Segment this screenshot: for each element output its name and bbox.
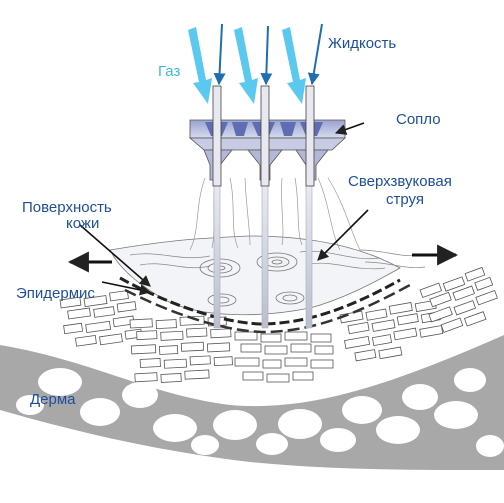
gas-plume [189,177,361,251]
leader-lines [79,122,369,296]
skin-surface-label-line1: Поверхность [22,199,112,216]
nozzle [188,85,347,187]
dermis-label: Дерма [30,391,76,408]
supersonic-jet-label-line1: Сверхзвуковая [348,173,452,190]
gas-label: Газ [158,63,180,80]
liquid-tubes [212,85,315,187]
epidermis-label: Эпидермис [16,285,95,302]
liquid-arrows [213,23,323,86]
supersonic-jet-label-line2: струя [386,191,424,208]
supersonic-jets [213,179,313,329]
dermis-cells [16,368,504,466]
dermis-layer [0,335,504,470]
lateral-spread-arrows [67,244,459,273]
liquid-label: Жидкость [328,35,396,52]
nozzle-label: Сопло [396,111,441,128]
skin-surface-label-line2: кожи [66,215,99,232]
gas-arrows [188,27,306,104]
